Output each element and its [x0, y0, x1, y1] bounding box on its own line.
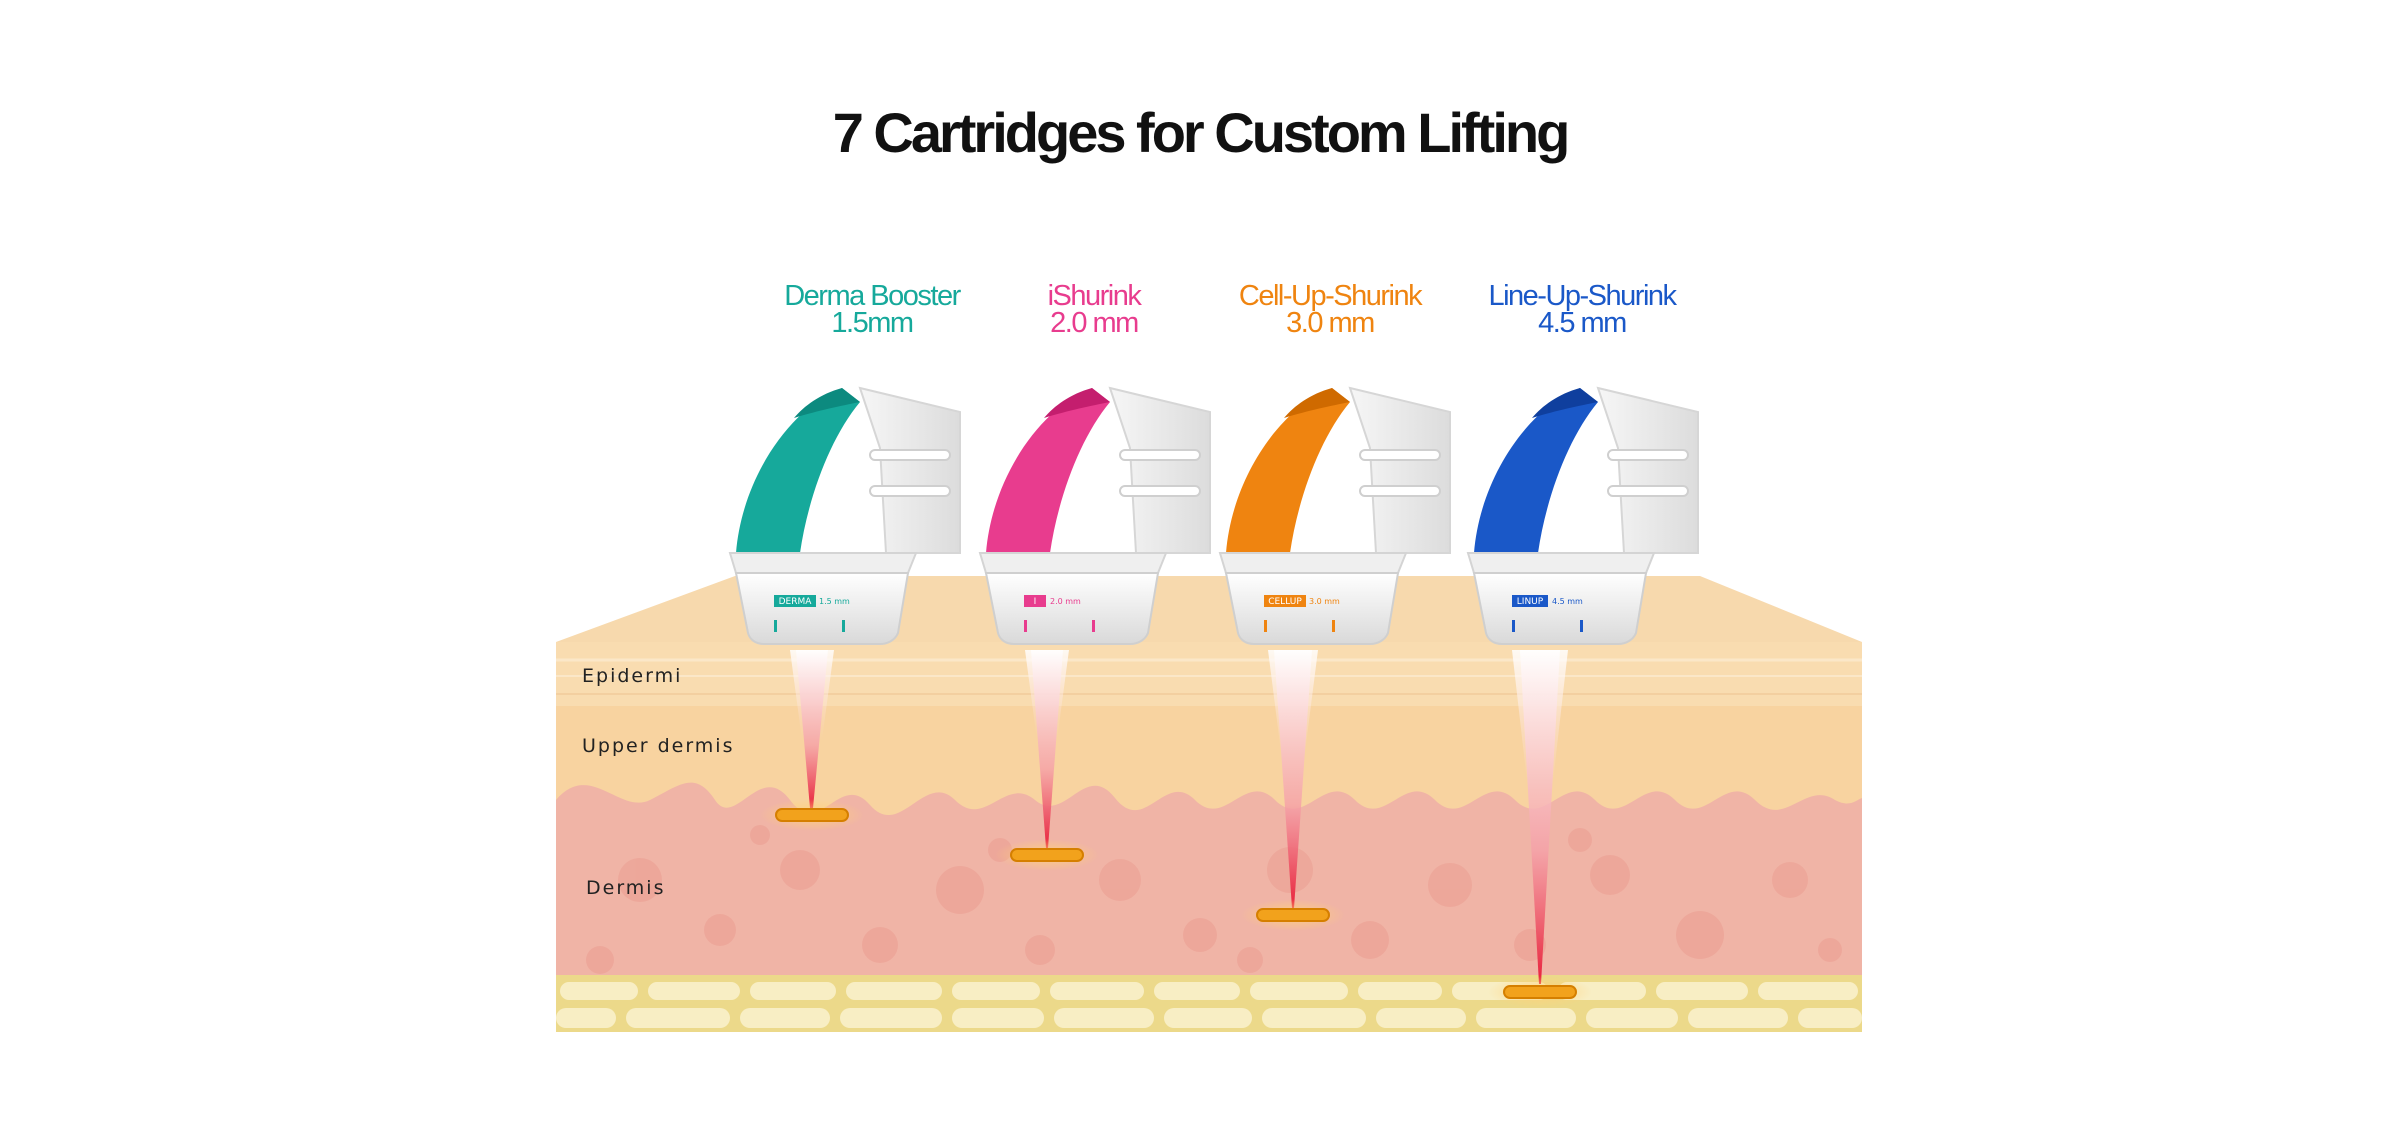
badge-depth-derma: 1.5 mm [819, 597, 850, 606]
badge-depth-cellup: 3.0 mm [1309, 597, 1340, 606]
focal-point-cellup [1241, 899, 1345, 931]
focal-point-ishurink [995, 839, 1099, 871]
cartridge-depth: 3.0 mm [1286, 307, 1375, 339]
dermis-layer [556, 782, 1862, 990]
cartridge-label-cellup: Cell-Up-Shurink 3.0 mm [1180, 280, 1480, 339]
cartridge-name: Derma Booster [784, 280, 961, 312]
cartridge-name: Line-Up-Shurink [1488, 280, 1677, 312]
cartridge-name: iShurink [1047, 280, 1142, 312]
cartridge-derma: DERMA 1.5 mm [728, 386, 961, 645]
cartridge-label-ishurink: iShurink 2.0 mm [944, 280, 1244, 339]
badge-text-derma: DERMA [779, 597, 813, 607]
page-title: 7 Cartridges for Custom Lifting [832, 101, 1571, 164]
layer-label-epidermis: Epidermi [582, 665, 683, 687]
cartridge-linup: LINUP 4.5 mm [1466, 386, 1699, 645]
focal-point-derma [760, 799, 864, 831]
beam-linup [1512, 650, 1568, 984]
cartridge-cellup: CELLUP 3.0 mm [1218, 386, 1451, 645]
badge-text-cellup: CELLUP [1268, 597, 1302, 607]
cartridge-depth: 2.0 mm [1050, 307, 1139, 339]
badge-text-linup: LINUP [1517, 597, 1544, 607]
beam-cellup [1268, 650, 1318, 908]
beam-ishurink [1025, 650, 1069, 848]
cartridge-depth: 4.5 mm [1538, 307, 1627, 339]
cartridge-label-derma: Derma Booster 1.5mm [722, 280, 1022, 339]
focal-point-linup [1488, 976, 1592, 1008]
badge-text-ishurink: I [1034, 597, 1037, 607]
layer-label-upper-dermis: Upper dermis [582, 735, 735, 757]
cartridge-label-linup: Line-Up-Shurink 4.5 mm [1432, 280, 1732, 339]
fat-cells [556, 982, 1862, 1028]
cartridge-depth: 1.5mm [831, 307, 914, 339]
cartridge-ishurink: I 2.0 mm [978, 386, 1211, 645]
beam-derma [790, 650, 834, 808]
badge-depth-linup: 4.5 mm [1552, 597, 1583, 606]
layer-label-dermis: Dermis [586, 877, 666, 899]
cartridge-name: Cell-Up-Shurink [1238, 280, 1423, 312]
dermis-cells [586, 825, 1842, 974]
badge-depth-ishurink: 2.0 mm [1050, 597, 1081, 606]
